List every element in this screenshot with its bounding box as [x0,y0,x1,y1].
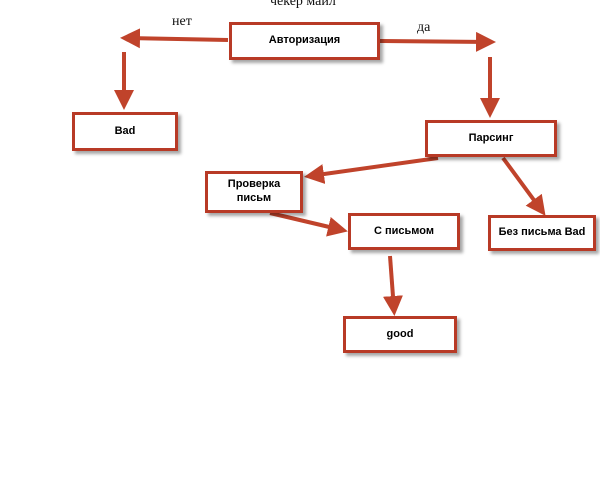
node-parsing-label: Парсинг [468,131,514,144]
node-good: good [343,316,457,353]
arrow-parsing-to-nomail [501,156,546,216]
branch-label-no: нет [172,14,192,29]
arrow-check-to-withmail [269,211,348,237]
arrow-parsing-to-check [304,156,439,184]
node-no-mail-bad: Без письма Bad [488,215,596,251]
node-with-mail: С письмом [348,213,460,250]
node-bad-label: Bad [114,124,136,137]
node-check-mail: Проверка письм [205,171,303,213]
node-authorization-label: Авторизация [268,34,341,47]
diagram-title: чекер майл [270,0,336,9]
node-check-mail-label: Проверка письм [227,178,281,204]
node-with-mail-label: С письмом [374,224,434,237]
node-authorization: Авторизация [229,22,380,60]
node-bad: Bad [72,112,178,151]
arrow-withmail-to-good [382,255,403,316]
branch-label-yes: да [417,20,431,35]
node-parsing: Парсинг [425,120,557,157]
arrow-auth-no [120,28,229,49]
node-good-label: good [386,327,414,340]
node-no-mail-bad-label: Без письма Bad [498,226,586,239]
arrow-auth-yes [379,31,496,52]
